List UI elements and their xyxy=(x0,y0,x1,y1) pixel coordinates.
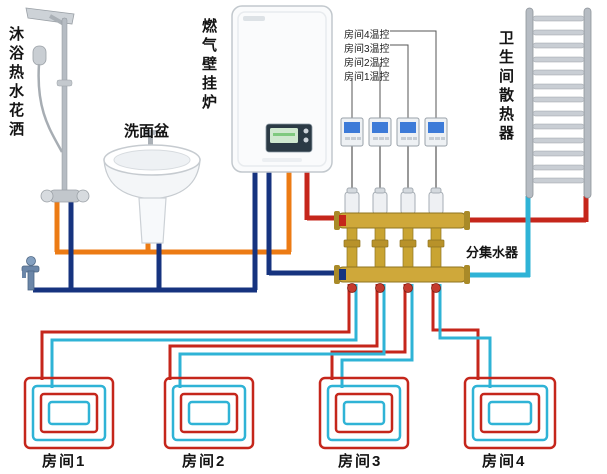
pipe-hot-water xyxy=(54,172,292,255)
manifold-supply-bar xyxy=(337,212,467,229)
floor-coil-room2 xyxy=(163,376,255,450)
thermostat-label-room2: 房间2温控 xyxy=(344,58,390,69)
shower-riser-pipe xyxy=(61,17,68,199)
thermostat xyxy=(368,117,392,147)
shower-label: 沐浴热水花洒 xyxy=(7,26,24,140)
water-tap-icon xyxy=(21,256,40,291)
thermostat-label-room1: 房间1温控 xyxy=(344,72,390,83)
room-thermostats xyxy=(340,117,448,147)
floor-coil-room3 xyxy=(318,376,410,450)
thermostat-label-room3: 房间3温控 xyxy=(344,44,390,55)
pipe-heating-supply xyxy=(304,172,589,223)
manifold-stubs xyxy=(343,227,445,269)
thermostat-label-room4: 房间4温控 xyxy=(344,30,390,41)
thermostat-leader-lines xyxy=(351,30,437,118)
pipe-heating-return xyxy=(266,172,340,276)
room2-label: 房间2 xyxy=(182,453,227,470)
manifold-valve-knobs xyxy=(347,283,441,293)
pipe-loop-supply xyxy=(40,284,480,380)
manifold xyxy=(334,187,470,293)
basin-pedestal xyxy=(138,197,167,244)
room3-label: 房间3 xyxy=(338,453,383,470)
floor-coil-room1 xyxy=(23,376,115,450)
radiator-label: 卫生间散热器 xyxy=(497,30,514,144)
thermostat xyxy=(424,117,448,147)
manifold-actuators xyxy=(344,187,444,215)
pipe-loop-return xyxy=(50,284,492,388)
shower-valve xyxy=(49,189,81,203)
pipe-cold-water xyxy=(28,172,258,293)
basin-faucet-icon xyxy=(148,134,153,148)
room4-label: 房间4 xyxy=(482,453,527,470)
thermostat xyxy=(396,117,420,147)
boiler-logo xyxy=(243,16,265,21)
radiator-rungs xyxy=(532,15,585,184)
manifold-return-bar xyxy=(337,266,467,283)
floor-coil-room4 xyxy=(463,376,557,450)
gas-boiler xyxy=(231,5,333,173)
handheld-shower-icon xyxy=(32,45,47,66)
basin-label: 洗面盆 xyxy=(124,123,170,140)
pipe-radiator-return xyxy=(464,196,531,278)
towel-radiator xyxy=(525,7,592,199)
thermostat-wires xyxy=(351,146,437,188)
wash-basin xyxy=(103,130,201,244)
shower-fixture xyxy=(25,7,90,203)
thermostat xyxy=(340,117,364,147)
shower-hose xyxy=(37,63,64,153)
boiler-label: 燃气壁挂炉 xyxy=(200,18,217,113)
manifold-label: 分集水器 xyxy=(466,245,519,260)
room1-label: 房间1 xyxy=(42,453,87,470)
